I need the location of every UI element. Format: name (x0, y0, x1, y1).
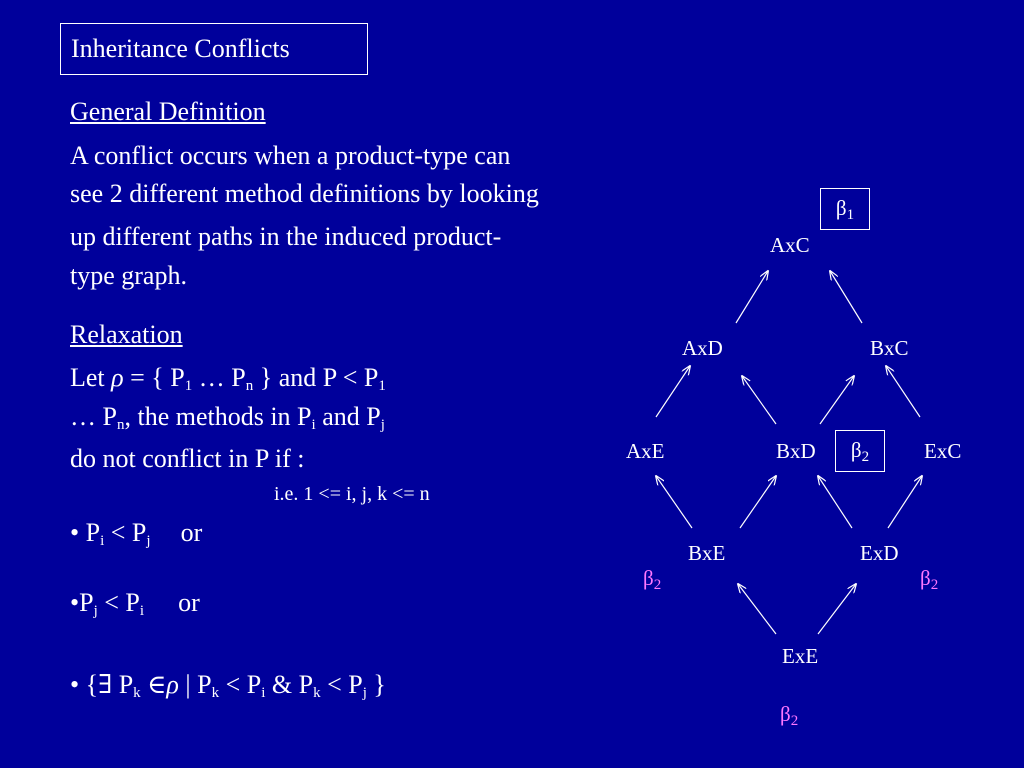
edge-bxe-axe (656, 476, 693, 529)
node-exd: ExD (860, 541, 899, 565)
edge-bxd-axd (742, 376, 777, 425)
edge-exc-bxc (886, 366, 921, 418)
exists-symbol: ∃ (98, 670, 113, 699)
node-axc: AxC (770, 233, 810, 257)
index-range-note: i.e. 1 <= i, j, k <= n (274, 483, 430, 505)
edge-axd-axc (735, 271, 768, 324)
beta2-label-exe: β2 (780, 702, 799, 729)
node-bxc: BxC (870, 336, 909, 360)
relaxation-line-3: do not conflict in P if : (70, 444, 305, 473)
beta1-box: β1 (820, 188, 870, 230)
relaxation-heading: Relaxation (70, 320, 183, 349)
edge-exd-bxd (818, 476, 853, 529)
general-definition-line-2: see 2 different method definitions by lo… (70, 179, 539, 208)
edge-bxd-bxc (819, 376, 854, 425)
rho-symbol: ρ (166, 670, 179, 699)
beta2-label-exd: β2 (920, 566, 939, 593)
edge-exe-exd (817, 584, 856, 635)
general-definition-line-1: A conflict occurs when a product-type ca… (70, 141, 511, 170)
general-definition-line-3: up different paths in the induced produc… (70, 222, 502, 251)
edge-exd-exc (887, 476, 922, 529)
relaxation-line-2: … Pn, the methods in Pi and Pj (70, 402, 385, 433)
bullet-3: • {∃ Pk ∈ρ | Pk < Pi & Pk < Pj } (70, 670, 386, 701)
node-exc: ExC (924, 439, 962, 463)
beta2-box-bxd: β2 (835, 430, 885, 472)
relaxation-line-1: Let ρ = { P1 … Pn } and P < P1 (70, 363, 386, 394)
edge-axe-axd (655, 366, 690, 418)
node-axd: AxD (682, 336, 723, 360)
edge-exe-bxe (738, 584, 777, 635)
edge-bxe-bxd (739, 476, 776, 529)
general-definition-line-4: type graph. (70, 261, 187, 290)
node-exe: ExE (782, 644, 819, 668)
beta2-label-bxe: β2 (643, 566, 662, 593)
general-definition-heading: General Definition (70, 97, 266, 126)
node-bxd: BxD (776, 439, 816, 463)
rho-symbol: ρ (111, 363, 124, 392)
node-bxe: BxE (688, 541, 726, 565)
edge-bxc-axc (830, 271, 863, 324)
slide-title: Inheritance Conflicts (60, 23, 368, 75)
node-axe: AxE (626, 439, 665, 463)
